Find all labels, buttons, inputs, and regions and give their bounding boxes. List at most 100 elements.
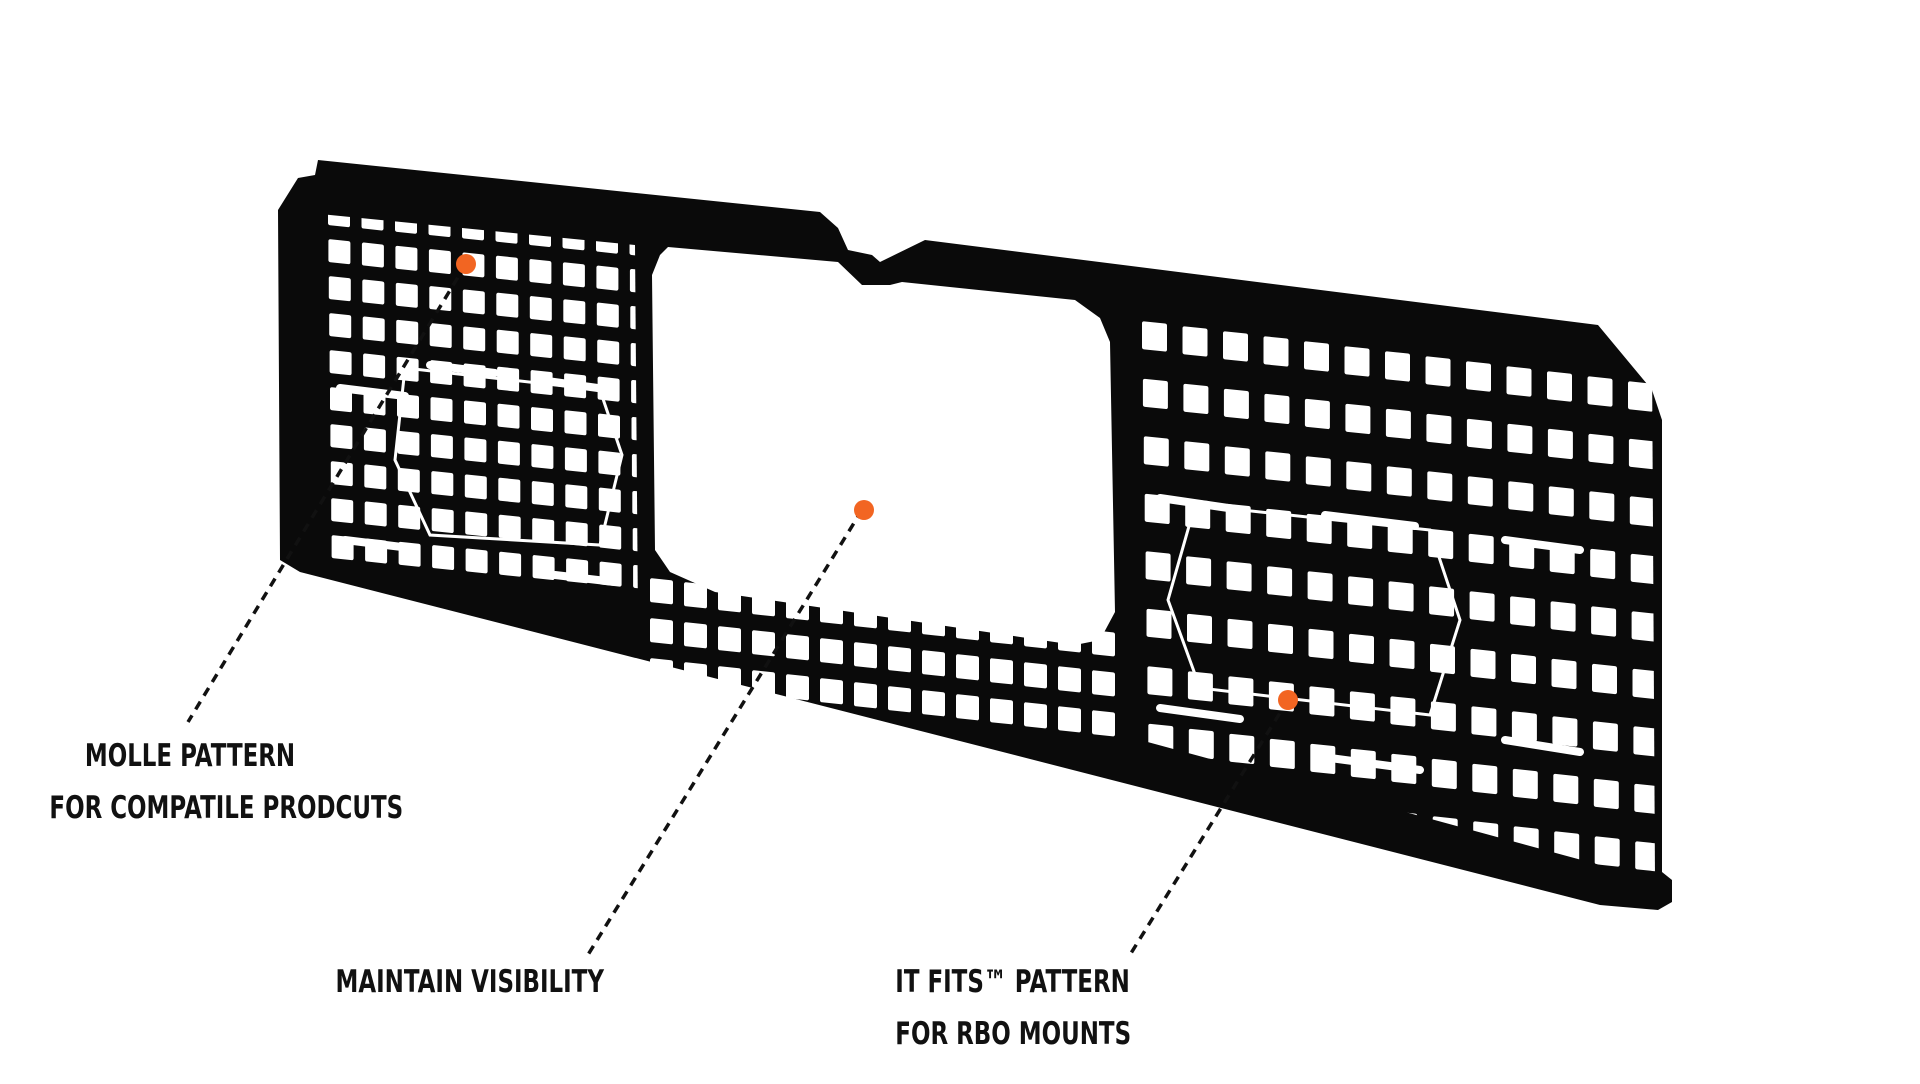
molle-hole (1429, 586, 1455, 617)
molle-hole (529, 296, 552, 321)
molle-hole (1553, 773, 1579, 805)
molle-hole (564, 410, 587, 436)
molle-hole (684, 582, 707, 609)
molle-hole (431, 471, 454, 497)
it-fits-pattern-outlines (393, 366, 1462, 717)
callout-label-molle: MOLLE PATTERN FOR COMPATILE PRODCUTS (49, 730, 403, 834)
molle-hole (1385, 351, 1410, 382)
molle-hole (820, 638, 843, 665)
molle-hole (1190, 843, 1216, 875)
molle-hole (1587, 376, 1613, 407)
molle-hole (1344, 346, 1370, 377)
callout-line: MOLLE PATTERN (84, 738, 296, 774)
molle-hole (330, 424, 353, 450)
molle-hole (1347, 518, 1373, 550)
molle-hole (395, 282, 418, 308)
molle-hole (1306, 513, 1332, 545)
molle-hole (462, 289, 485, 315)
molle-hole (598, 450, 621, 476)
molle-hole (465, 511, 488, 537)
molle-hole (888, 606, 911, 633)
molle-hole (1632, 668, 1655, 700)
callout-markers (456, 254, 1298, 710)
molle-hole (596, 265, 619, 291)
hex-outline (1166, 503, 1462, 717)
molle-hole (1348, 576, 1374, 607)
molle-hole (429, 323, 452, 349)
molle-hole (1387, 523, 1413, 555)
molle-hole (363, 427, 386, 453)
molle-hole (1143, 436, 1169, 467)
molle-hole (395, 245, 418, 271)
molle-hole (1385, 408, 1411, 440)
molle-hole (1588, 433, 1614, 465)
molle-hole (1150, 838, 1176, 870)
molle-hole (1507, 423, 1533, 455)
molle-hole (499, 551, 522, 577)
molle-hole (956, 694, 979, 721)
molle-hole (1223, 388, 1249, 420)
molle-hole-grid-bottom (650, 578, 1115, 737)
molle-hole (1389, 638, 1415, 670)
molle-hole (1548, 486, 1574, 517)
molle-hole (364, 464, 387, 490)
molle-hole (1183, 383, 1209, 415)
molle-hole (1187, 613, 1212, 645)
molle-hole (1024, 662, 1047, 689)
molle-hole (1550, 601, 1576, 632)
molle-hole (786, 674, 809, 701)
molle-hole (1227, 618, 1253, 650)
molle-hole (563, 336, 586, 362)
molle-hole (820, 678, 843, 705)
molle-hole (1146, 608, 1172, 640)
callout-label-visibility: MAINTAIN VISIBILITY (336, 956, 604, 1008)
molle-hole (495, 255, 518, 281)
molle-hole (532, 555, 555, 580)
molle-hole (1184, 441, 1210, 472)
molle-hole (1142, 378, 1168, 410)
molle-hole (1308, 628, 1334, 660)
molle-hole (1267, 566, 1293, 597)
molle-hole (1352, 863, 1378, 880)
molle-hole (1425, 356, 1451, 387)
molle-hole (922, 610, 945, 637)
molle-hole (1231, 848, 1257, 880)
molle-hole (1024, 702, 1047, 729)
molle-hole (1263, 336, 1289, 367)
molle-hole (396, 319, 419, 345)
molle-hole (1346, 461, 1372, 492)
molle-hole (888, 686, 911, 713)
molle-hole (1631, 611, 1655, 642)
molle-hole (532, 518, 555, 543)
molle-hole (1510, 596, 1536, 627)
molle-hole (498, 514, 521, 540)
molle-hole (498, 477, 521, 503)
molle-hole (718, 626, 741, 653)
slot (536, 376, 609, 393)
molle-hole (786, 634, 809, 661)
molle-hole (464, 474, 487, 500)
molle-hole (1304, 341, 1329, 372)
molle-hole (1547, 428, 1573, 460)
molle-hole (1634, 783, 1655, 815)
molle-hole (328, 276, 351, 302)
molle-hole (650, 658, 673, 685)
molle-hole (1182, 326, 1208, 357)
slot (426, 361, 499, 377)
molle-hole (531, 481, 554, 506)
molle-hole (1147, 666, 1173, 697)
molle-hole (1188, 728, 1214, 760)
molle-hole (1431, 758, 1457, 790)
molle-hole (1592, 663, 1617, 695)
callout-line: IT FITS™ PATTERN (895, 964, 1130, 1000)
molle-hole (1472, 763, 1498, 795)
molle-hole (328, 239, 351, 265)
marker-molle (456, 254, 476, 274)
molle-hole (1271, 853, 1297, 880)
molle-hole (752, 630, 775, 657)
molle-hole (432, 545, 455, 571)
slot (1321, 511, 1419, 530)
molle-hole (529, 259, 552, 284)
molle-hole (1092, 670, 1115, 697)
